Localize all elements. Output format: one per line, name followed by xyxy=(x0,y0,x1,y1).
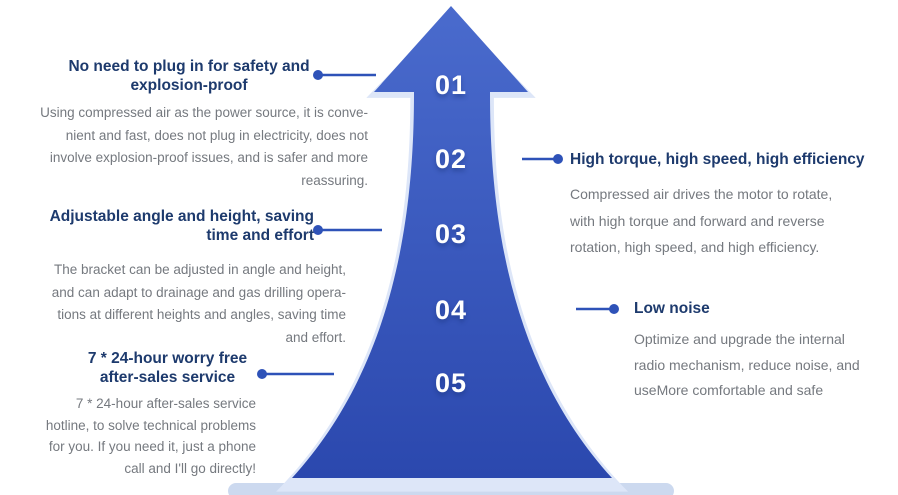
feature-left-2-body: The bracket can be adjusted in angle and… xyxy=(51,262,346,345)
connector-dot xyxy=(609,304,619,314)
connector-left-2 xyxy=(313,225,382,235)
feature-right-2-title: Low noise xyxy=(634,300,710,317)
step-number-2: 02 xyxy=(434,144,468,174)
feature-left-3-body: 7 * 24-hour after-sales service hotline,… xyxy=(45,396,256,476)
connector-dot xyxy=(553,154,563,164)
feature-right-1: High torque, high speed, high efficiency… xyxy=(570,150,890,261)
feature-left-2-title: Adjustable angle and height, saving time… xyxy=(49,208,314,244)
feature-right-2: Low noise Optimize and upgrade the inter… xyxy=(634,299,894,404)
connector-right-1 xyxy=(522,154,563,164)
connector-right-2 xyxy=(576,304,619,314)
connector-left-1 xyxy=(313,70,376,80)
feature-right-1-body: Compressed air drives the motor to rotat… xyxy=(570,186,833,255)
step-number-5: 05 xyxy=(434,368,468,398)
step-number-4: 04 xyxy=(434,295,468,325)
arrow-shape xyxy=(292,6,612,478)
feature-right-2-body: Optimize and upgrade the internal radio … xyxy=(634,331,860,398)
feature-left-1: No need to plug in for safety and explos… xyxy=(8,57,370,192)
step-number-1: 01 xyxy=(434,70,468,100)
connector-dot xyxy=(313,70,323,80)
feature-left-3-title: 7 * 24-hour worry free after-sales servi… xyxy=(87,350,248,386)
connector-dot xyxy=(313,225,323,235)
step-number-3: 03 xyxy=(434,219,468,249)
feature-right-1-title: High torque, high speed, high efficiency xyxy=(570,151,865,168)
feature-left-2: Adjustable angle and height, saving time… xyxy=(8,207,370,349)
connector-dot xyxy=(257,369,267,379)
connector-left-3 xyxy=(257,369,334,379)
feature-left-1-body: Using compressed air as the power source… xyxy=(40,105,368,188)
feature-left-1-title: No need to plug in for safety and explos… xyxy=(68,58,310,94)
